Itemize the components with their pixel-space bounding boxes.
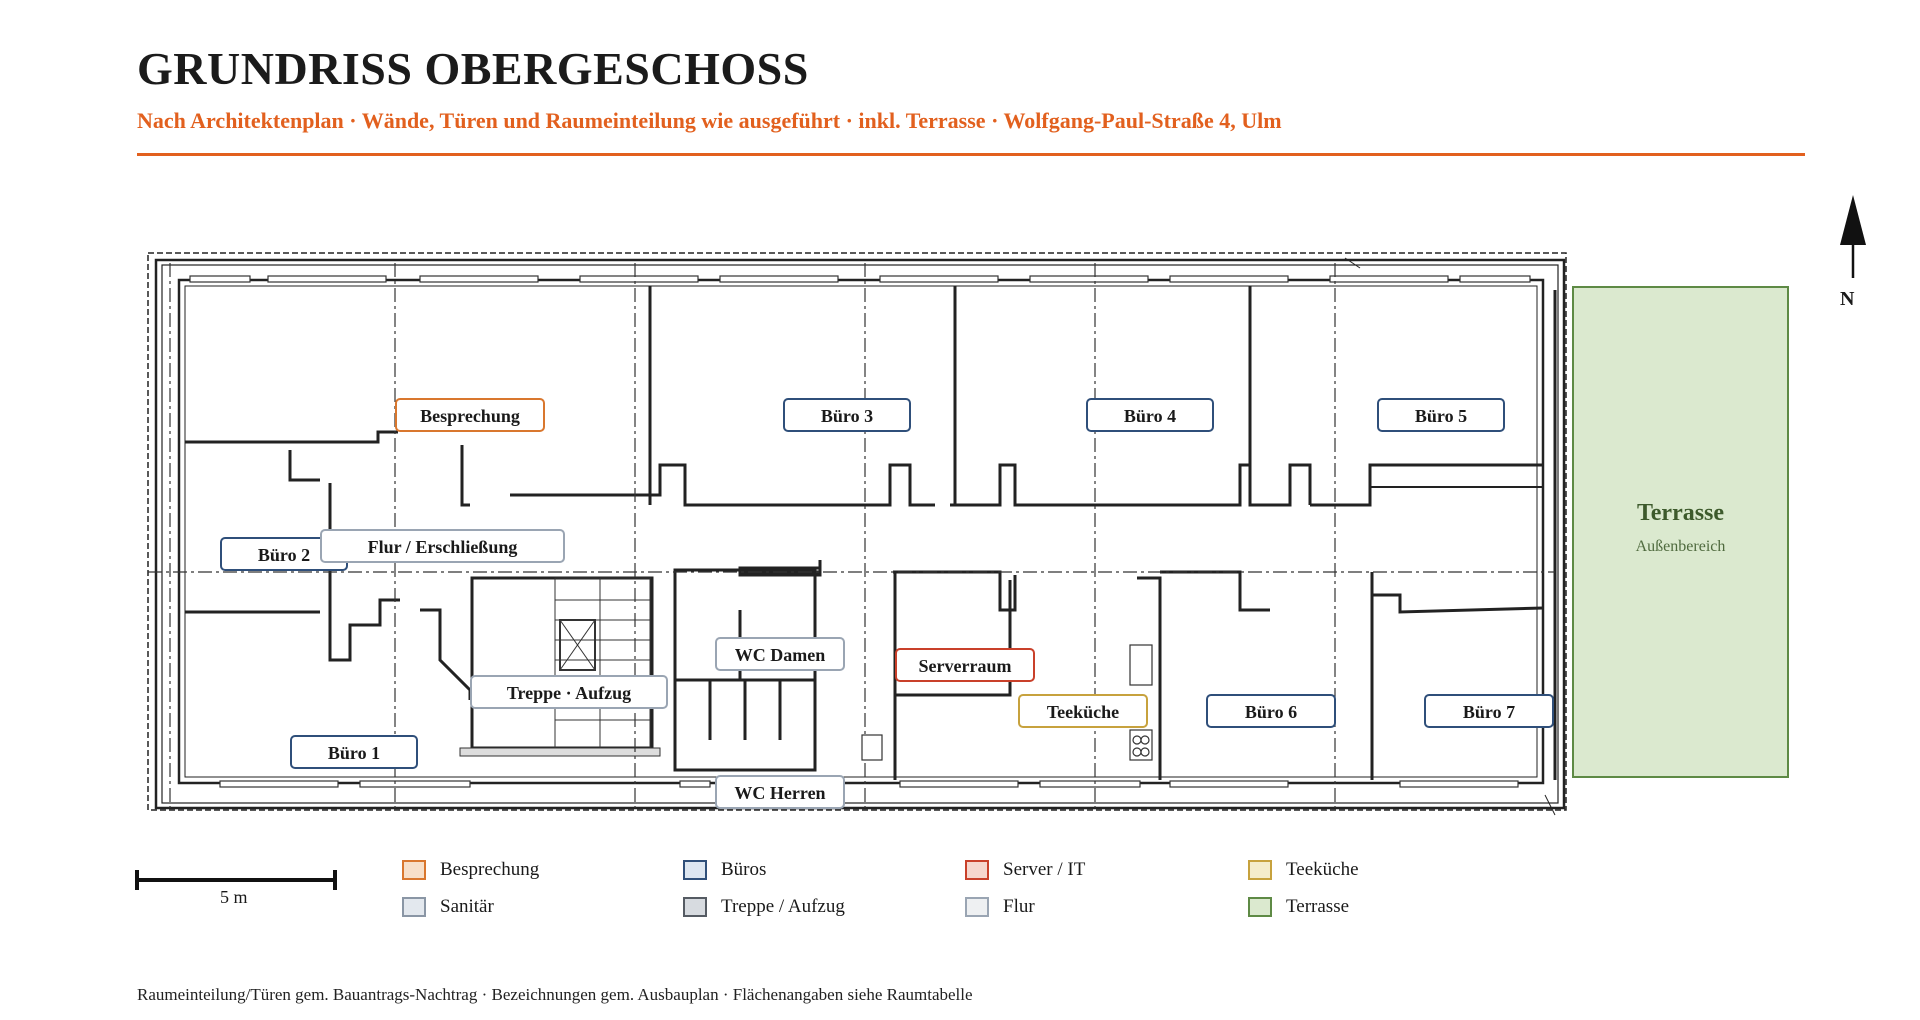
- terrace-sublabel: Außenbereich: [1635, 538, 1726, 555]
- terrace-label: Terrasse: [1636, 500, 1725, 526]
- room-label-treppe: Treppe · Aufzug: [470, 675, 668, 709]
- legend-swatch: [1248, 897, 1272, 917]
- building-outline: [147, 252, 1567, 816]
- legend-label: Flur: [1003, 896, 1035, 917]
- legend-label: Sanitär: [440, 896, 494, 917]
- north-arrow: [1840, 195, 1866, 278]
- page-subtitle: Nach Architektenplan · Wände, Türen und …: [137, 108, 1282, 133]
- legend-swatch: [402, 897, 426, 917]
- legend-swatch: [965, 897, 989, 917]
- legend-label: Teeküche: [1286, 859, 1359, 880]
- windows: [189, 275, 1531, 788]
- scale-bar: [135, 870, 337, 890]
- footer-note: Raumeinteilung/Türen gem. Bauantrags-Nac…: [137, 985, 973, 1004]
- room-label-buero-6: Büro 6: [1206, 694, 1336, 728]
- room-label-buero-3: Büro 3: [783, 398, 911, 432]
- legend-label: Terrasse: [1286, 896, 1350, 917]
- legend-swatch: [965, 860, 989, 880]
- room-label-besprechung: Besprechung: [395, 398, 545, 432]
- legend-label: Treppe / Aufzug: [721, 896, 845, 917]
- room-label-flur: Flur / Erschließung: [320, 529, 565, 563]
- scale-label: 5 m: [220, 887, 248, 907]
- room-label-serverraum: Serverraum: [895, 648, 1035, 682]
- legend-swatch: [402, 860, 426, 880]
- legend-label: Besprechung: [440, 859, 540, 880]
- room-label-teekueche: Teeküche: [1018, 694, 1148, 728]
- room-label-wc-damen: WC Damen: [715, 637, 845, 671]
- stair-treads: [459, 577, 661, 757]
- legend-swatch: [683, 897, 707, 917]
- room-label-buero-1: Büro 1: [290, 735, 418, 769]
- legend-swatch: [683, 860, 707, 880]
- legend-label: Büros: [721, 859, 767, 880]
- room-label-buero-7: Büro 7: [1424, 694, 1554, 728]
- legend-label: Server / IT: [1003, 859, 1086, 880]
- page-title: GRUNDRISS OBERGESCHOSS: [137, 43, 809, 94]
- room-label-wc-herren: WC Herren: [715, 775, 845, 809]
- terrace-area: [1572, 286, 1789, 778]
- kitchen-fixtures: [861, 644, 1153, 761]
- legend-swatch: [1248, 860, 1272, 880]
- north-label: N: [1840, 288, 1855, 310]
- header-rule: [137, 153, 1805, 156]
- room-label-buero-5: Büro 5: [1377, 398, 1505, 432]
- room-label-buero-4: Büro 4: [1086, 398, 1214, 432]
